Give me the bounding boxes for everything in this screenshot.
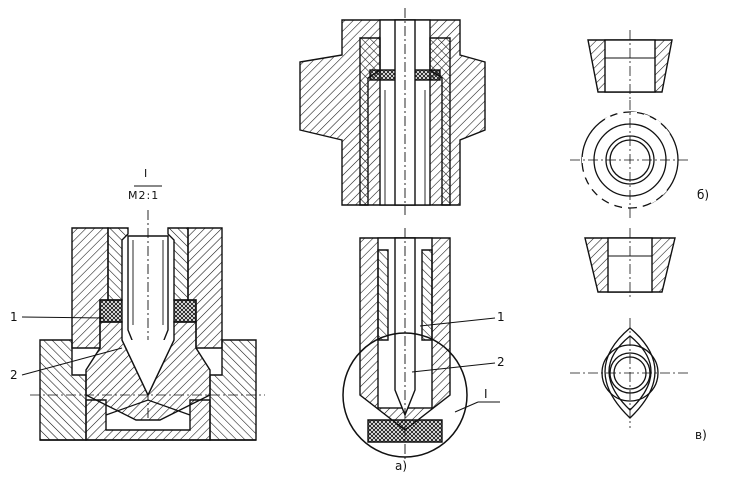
mid-callout-1: 1 — [497, 310, 505, 324]
left-callout-1: 1 — [10, 310, 18, 324]
caption-b: б) — [697, 188, 710, 202]
bushing-top-view-b — [570, 100, 690, 220]
caption-v: в) — [695, 428, 707, 442]
scale-label: M2:1 — [128, 189, 160, 202]
manifold-section-top — [299, 8, 486, 215]
left-callout-leaders — [21, 316, 123, 376]
bushing-side-view-v — [584, 228, 676, 300]
mid-callout-2: 2 — [497, 355, 505, 369]
bushing-side-view-b — [587, 30, 673, 100]
middle-callout-leaders — [411, 317, 500, 413]
detail-circle-i — [342, 332, 468, 458]
detail-marker: I — [144, 167, 148, 180]
detail-view-nozzle — [30, 210, 265, 441]
left-callout-2: 2 — [10, 368, 18, 382]
caption-a: а) — [395, 459, 408, 473]
bushing-top-view-v — [570, 318, 690, 428]
nozzle-assembly-bottom — [342, 228, 468, 460]
mid-callout-i: I — [484, 387, 488, 401]
